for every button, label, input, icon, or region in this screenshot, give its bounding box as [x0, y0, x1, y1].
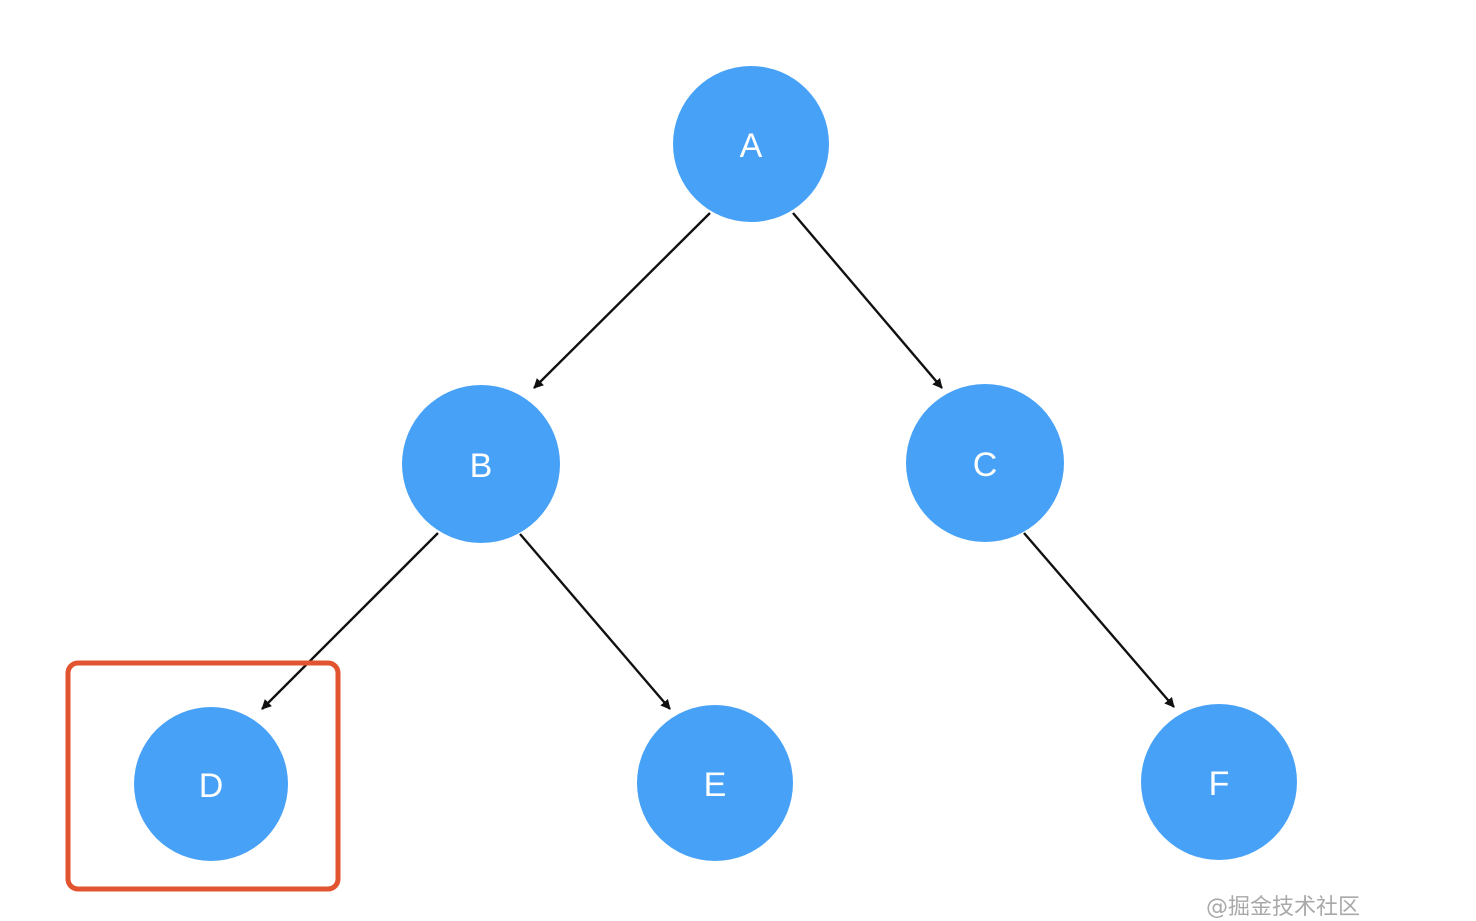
edge-b-to-e: [519, 533, 671, 710]
node-c-label: C: [973, 446, 998, 484]
node-a: A: [673, 66, 829, 222]
edge-c-to-f: [1023, 532, 1175, 708]
highlight-box-node-d: [65, 660, 341, 892]
node-b: B: [402, 385, 560, 543]
node-f: F: [1141, 704, 1297, 860]
node-a-circle: [673, 66, 829, 222]
node-e: E: [637, 705, 793, 861]
node-d: D: [134, 707, 288, 861]
node-b-label: B: [470, 447, 493, 485]
node-c-circle: [906, 384, 1064, 542]
edge-b-to-d: [261, 532, 439, 710]
node-e-label: E: [704, 766, 727, 804]
node-a-label: A: [740, 127, 763, 165]
node-f-circle: [1141, 704, 1297, 860]
node-f-label: F: [1209, 765, 1230, 803]
node-b-circle: [402, 385, 560, 543]
nodes-layer: A B C D E F: [134, 66, 1297, 861]
edge-a-to-c: [792, 212, 943, 389]
node-e-circle: [637, 705, 793, 861]
watermark: @掘金技术社区: [1206, 895, 1361, 920]
node-c: C: [906, 384, 1064, 542]
node-d-label: D: [199, 767, 224, 805]
edge-a-to-b: [533, 212, 711, 389]
edges-layer: [261, 212, 1175, 710]
node-d-circle: [134, 707, 288, 861]
